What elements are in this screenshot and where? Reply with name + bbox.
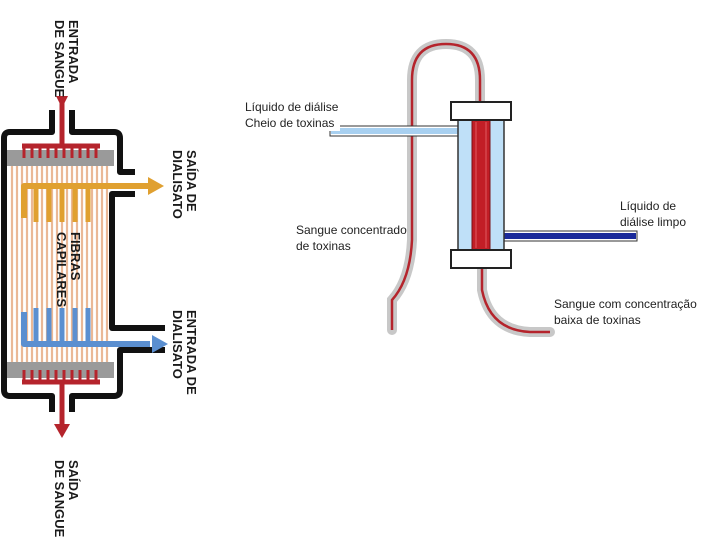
blood-tube-out xyxy=(477,263,555,337)
label-clean-blood: Sangue com concentração baixa de toxinas xyxy=(554,297,697,327)
blood-inlet xyxy=(22,96,100,158)
cartridge-fibers xyxy=(471,119,491,251)
blood-outlet xyxy=(22,370,100,438)
label-blood-outlet: SAÍDA DE SANGUE xyxy=(52,460,81,538)
dirty-dialysate-line xyxy=(329,125,461,137)
label-dialysate-inlet: ENTRADA DE DIALISATO xyxy=(170,310,199,395)
bottom-cap xyxy=(450,249,512,269)
label-clean-dialysate: Líquido de diálise limpo xyxy=(620,199,687,229)
dialyzer-housing xyxy=(1,110,165,412)
top-cap xyxy=(450,101,512,121)
bottom-seal xyxy=(6,362,114,378)
dialysate-inlet-flow xyxy=(21,308,168,353)
clean-dialysate-line xyxy=(499,230,638,242)
label-toxic-blood: Sangue concentrado de toxinas xyxy=(296,223,407,253)
label-dialysate-outlet: SAÍDA DE DIALISATO xyxy=(170,150,199,219)
hemodialysis-circuit xyxy=(329,38,638,337)
label-dirty-dialysate: Líquido de diálise Cheio de toxinas xyxy=(245,99,341,131)
label-capillary-fibers: FIBRAS CAPILARES xyxy=(54,232,83,308)
dialysate-outlet-flow xyxy=(21,177,164,222)
top-seal xyxy=(6,150,114,166)
label-blood-inlet: ENTRADA DE SANGUE xyxy=(52,20,81,98)
dialyzer-cross-section xyxy=(1,96,168,438)
